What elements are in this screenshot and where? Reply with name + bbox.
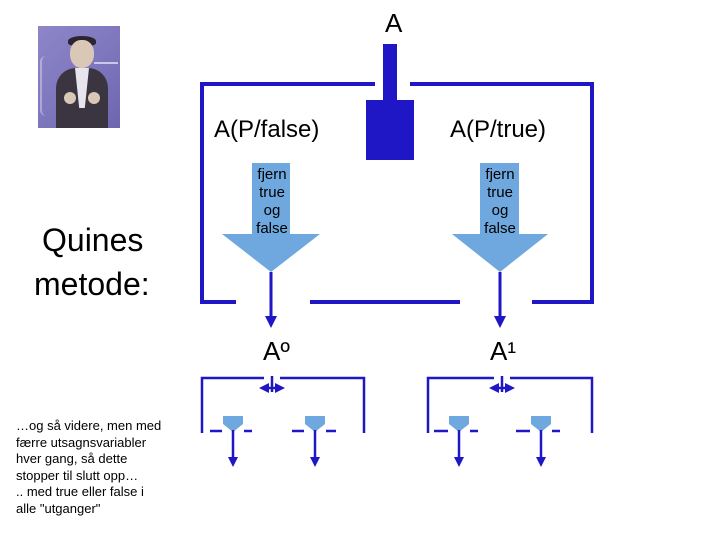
left-remove-arrow — [222, 163, 320, 272]
right-branch-label: A(P/true) — [450, 116, 547, 143]
right-result-label: A¹ — [490, 336, 516, 366]
right-remove-arrow — [452, 163, 548, 272]
left-branch-label: A(P/false) — [214, 116, 320, 143]
top-label: A — [385, 8, 403, 38]
right-sub-frame — [426, 376, 594, 433]
portrait-photo — [38, 26, 120, 128]
left-result-label: Aº — [263, 336, 290, 366]
method-title: Quines metode: — [34, 222, 150, 302]
left-sub-frame — [200, 376, 366, 433]
left-sub-arrows — [210, 416, 336, 467]
right-arrow-text: fjern true og false — [484, 166, 516, 237]
main-frame — [200, 82, 594, 304]
right-sub-arrows — [434, 416, 560, 467]
left-arrow-text: fjern true og false — [256, 166, 288, 237]
note-text: …og så videre, men med færre utsagnsvari… — [16, 418, 162, 516]
